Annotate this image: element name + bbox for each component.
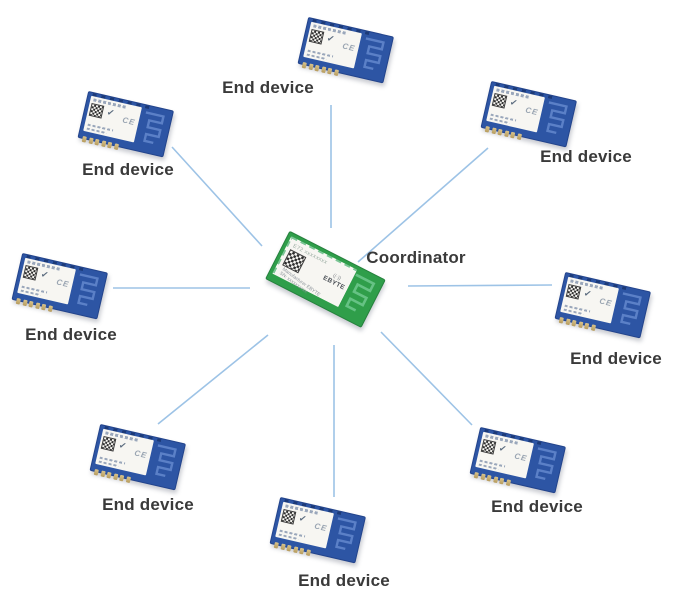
ce-mark: CE — [121, 115, 137, 128]
pcb-antenna-icon — [620, 292, 642, 326]
end-device-bottom-left: ✓ CE — [89, 423, 187, 491]
ebyte-logo-icon: ✓ — [39, 268, 50, 281]
pcb-antenna-icon — [546, 101, 568, 135]
ebyte-logo-icon: ✓ — [497, 442, 508, 455]
link-line-bottom-right — [380, 331, 473, 426]
end-device-label: End device — [298, 571, 390, 590]
end-device-module: ✓ CE — [89, 423, 187, 491]
pcb-antenna-icon — [143, 111, 165, 145]
qr-code-icon — [280, 508, 297, 525]
ebyte-logo-icon: ✓ — [582, 287, 593, 300]
ce-mark: CE — [341, 41, 357, 54]
coordinator-device: E72 xxxxxxxx ((·)) EBYTE Manufacturer EB… — [265, 230, 386, 328]
end-device-top-right: ✓ CE — [480, 80, 578, 148]
end-device-label: End device — [102, 495, 194, 514]
end-device-label: End device — [491, 497, 583, 516]
pcb-antenna-icon — [363, 37, 385, 71]
end-device-module: ✓ CE — [554, 271, 652, 339]
end-device-module: ✓ CE — [11, 252, 109, 320]
ce-mark: CE — [55, 277, 71, 290]
qr-code-icon — [480, 438, 497, 455]
ce-mark: CE — [598, 296, 614, 309]
ce-mark: CE — [133, 448, 149, 461]
pcb-antenna-icon — [335, 517, 357, 551]
qr-code-icon — [22, 264, 39, 281]
end-device-top-left: ✓ CE — [77, 90, 175, 158]
end-device-bottom-right: ✓ CE — [469, 426, 567, 494]
coordinator-label: Coordinator — [366, 248, 466, 267]
end-device-bottom-center: ✓ CE — [269, 496, 367, 564]
pcb-antenna-icon — [77, 273, 99, 307]
end-device-label: End device — [222, 78, 314, 97]
ebyte-logo-icon: ✓ — [325, 32, 336, 45]
link-line-top-left — [171, 146, 263, 247]
end-device-module: ✓ CE — [269, 496, 367, 564]
end-device-right: ✓ CE — [554, 271, 652, 339]
end-device-label: End device — [540, 147, 632, 166]
pcb-antenna-icon — [344, 273, 376, 312]
end-device-left: ✓ CE — [11, 252, 109, 320]
end-device-module: ✓ CE — [480, 80, 578, 148]
qr-code-icon — [308, 28, 325, 45]
ce-mark: CE — [313, 521, 329, 534]
end-device-top: ✓ CE — [297, 16, 395, 84]
ce-mark: CE — [513, 451, 529, 464]
end-device-module: ✓ CE — [469, 426, 567, 494]
ebyte-logo-icon: ✓ — [297, 512, 308, 525]
ebyte-logo-icon: ✓ — [508, 96, 519, 109]
end-device-label: End device — [570, 349, 662, 368]
qr-code-icon — [491, 92, 508, 109]
qr-code-icon — [565, 283, 582, 300]
link-line-top-right — [357, 147, 489, 263]
end-device-module: ✓ CE — [77, 90, 175, 158]
end-device-label: End device — [82, 160, 174, 179]
qr-code-icon — [100, 435, 117, 452]
ebyte-logo-icon: ✓ — [105, 106, 116, 119]
end-device-module: ✓ CE — [297, 16, 395, 84]
ce-mark: CE — [524, 105, 540, 118]
pcb-antenna-icon — [155, 444, 177, 478]
ebyte-logo-icon: ✓ — [117, 439, 128, 452]
coordinator-module: E72 xxxxxxxx ((·)) EBYTE Manufacturer EB… — [265, 230, 386, 328]
qr-code-icon — [88, 102, 105, 119]
pcb-antenna-icon — [535, 447, 557, 481]
link-line-right — [407, 284, 553, 287]
end-device-label: End device — [25, 325, 117, 344]
link-line-bottom-left — [157, 334, 269, 425]
